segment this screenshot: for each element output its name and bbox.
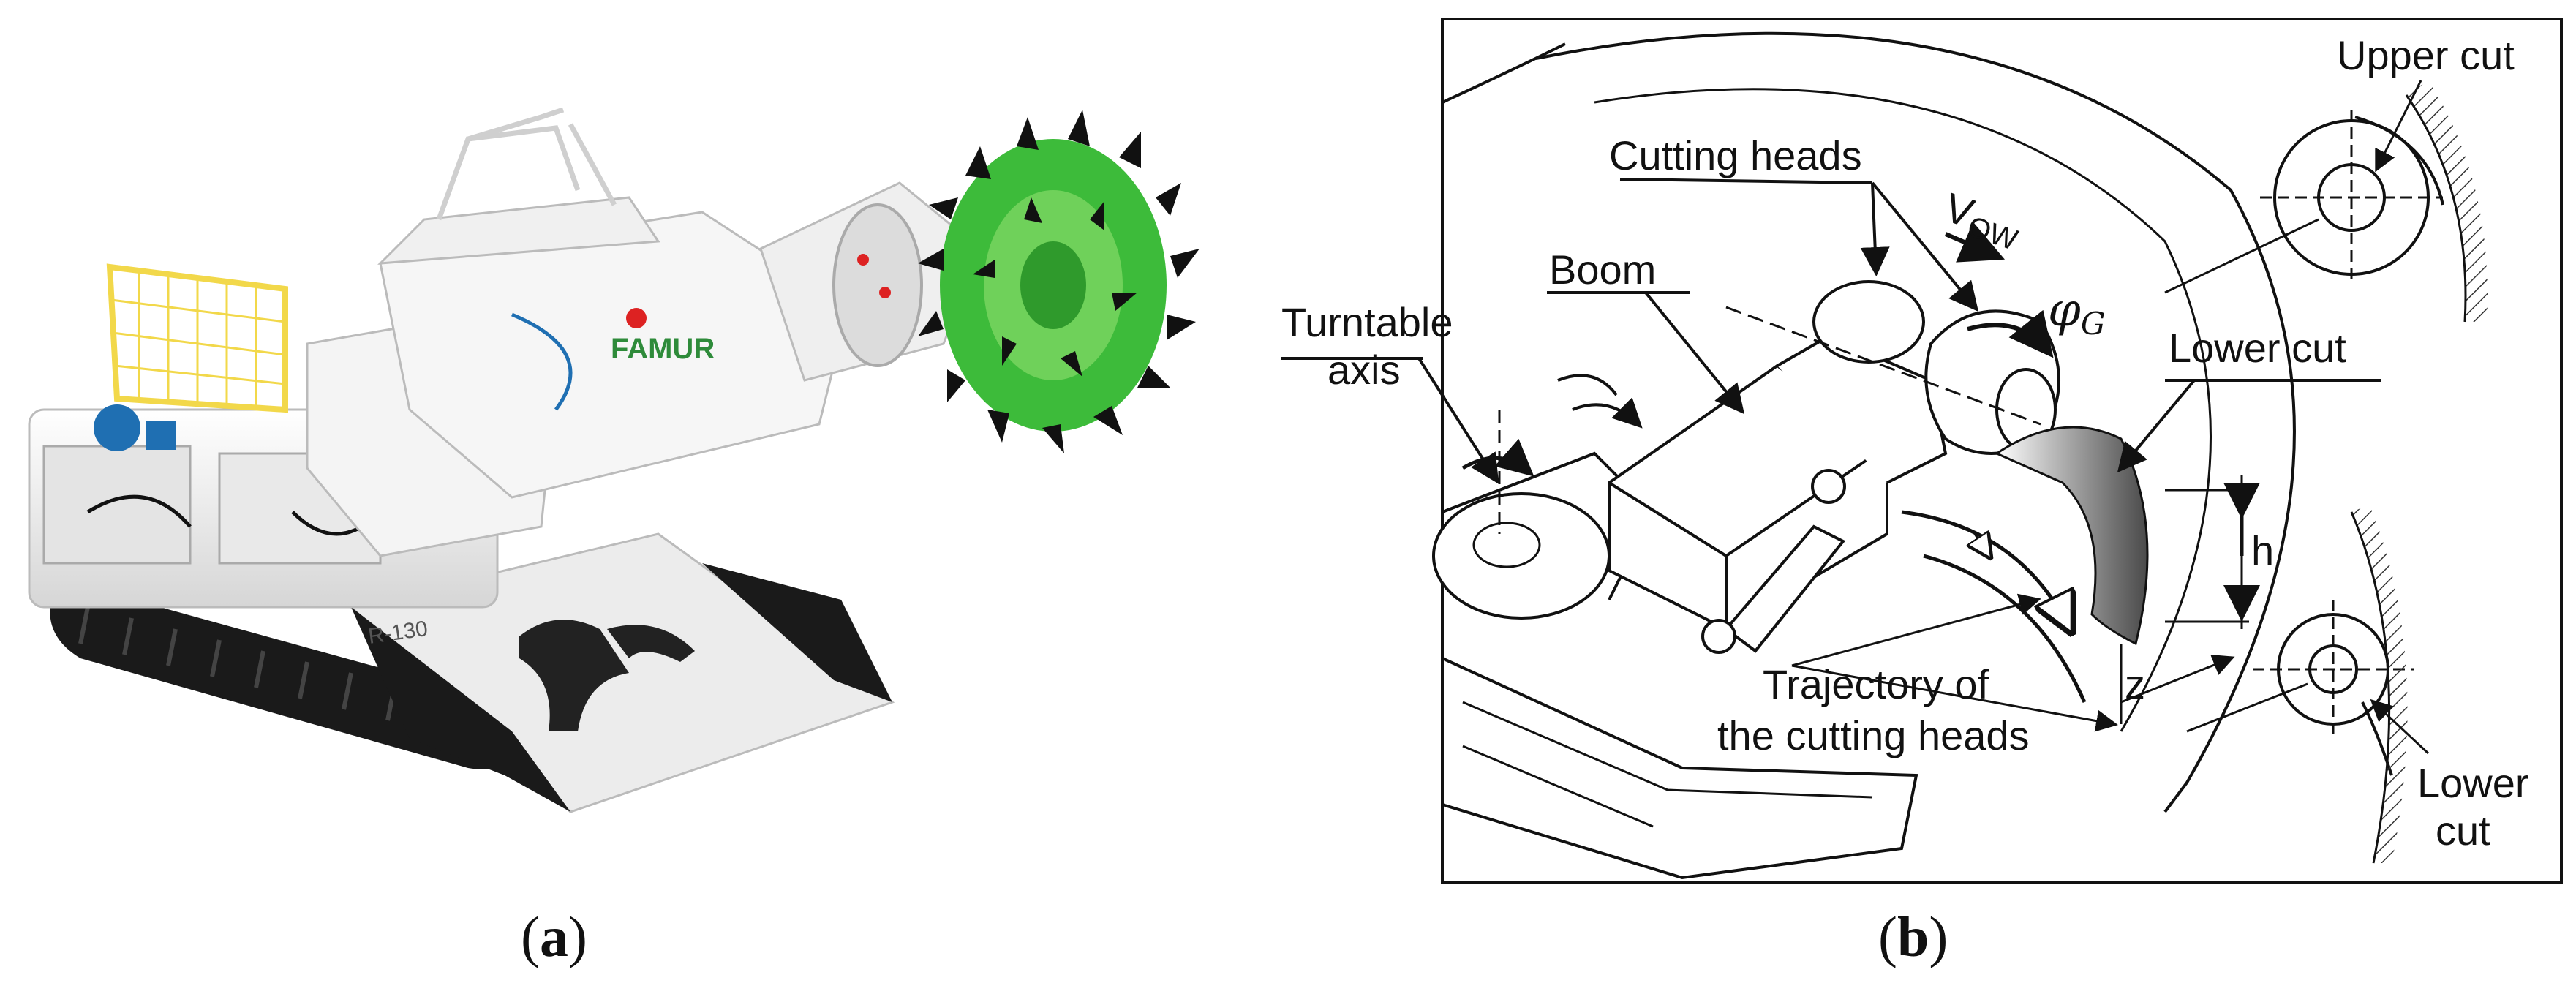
cutting-diagram: Cutting heads Boom Turntable axis Lower … (1281, 18, 2563, 884)
brand-logo-icon (626, 308, 647, 328)
inner-arc (1594, 88, 2212, 732)
lower-cut-inset (2186, 505, 2430, 864)
label-boom: Boom (1549, 246, 1656, 293)
cutting-head-left (1812, 280, 1925, 364)
head-axis-line (1725, 306, 2041, 426)
rotation-arrow-head (1967, 309, 2054, 358)
label-lower-cut-inset-line1: Lower (2417, 760, 2529, 806)
label-trajectory-line2: the cutting heads (1717, 712, 2030, 758)
label-turntable-line1: Turntable (1281, 299, 1453, 345)
turntable-hub (1472, 522, 1541, 568)
operator-guard (106, 263, 288, 413)
label-cutting-heads: Cutting heads (1609, 132, 1862, 178)
label-trajectory-line1: Trajectory of (1763, 661, 1989, 707)
upper-cut-inset (2164, 80, 2488, 323)
label-h: h (2251, 527, 2274, 573)
cutter-flange (832, 203, 923, 367)
label-z: z (2125, 661, 2145, 707)
gathering-arm-left (519, 620, 629, 731)
railing (436, 107, 617, 221)
label-lower-cut-inset-line2: cut (2436, 807, 2490, 854)
platform (377, 196, 660, 265)
blue-motor-left (94, 404, 140, 451)
label-upper-cut: Upper cut (2337, 32, 2515, 78)
label-turntable-line2: axis (1327, 347, 1401, 393)
left-boundary (1442, 42, 1566, 104)
label-lower-cut: Lower cut (2169, 325, 2346, 371)
caption-a: (a) (521, 905, 587, 968)
brand-text: FAMUR (611, 333, 715, 365)
trajectory-arc-inner (1901, 510, 2070, 629)
apron-right-plate (702, 563, 892, 702)
hydraulic-cylinder (1724, 524, 1846, 653)
small-rotation-symbol (1557, 374, 1638, 424)
lower-cut-region (1994, 426, 2149, 646)
caption-b: (b) (1878, 905, 1948, 968)
roadheader-machine-illustration: FAMUR R-130 (28, 107, 1200, 813)
boom-housing (379, 211, 850, 499)
green-cutter-head (918, 110, 1200, 453)
chassis (1442, 657, 1918, 880)
label-phi-g: φG (2048, 283, 2105, 342)
apron-side-plate (351, 607, 570, 812)
velocity-arrow (1944, 222, 2006, 263)
gathering-arm-right (607, 625, 695, 662)
outer-arc (1535, 31, 2296, 813)
